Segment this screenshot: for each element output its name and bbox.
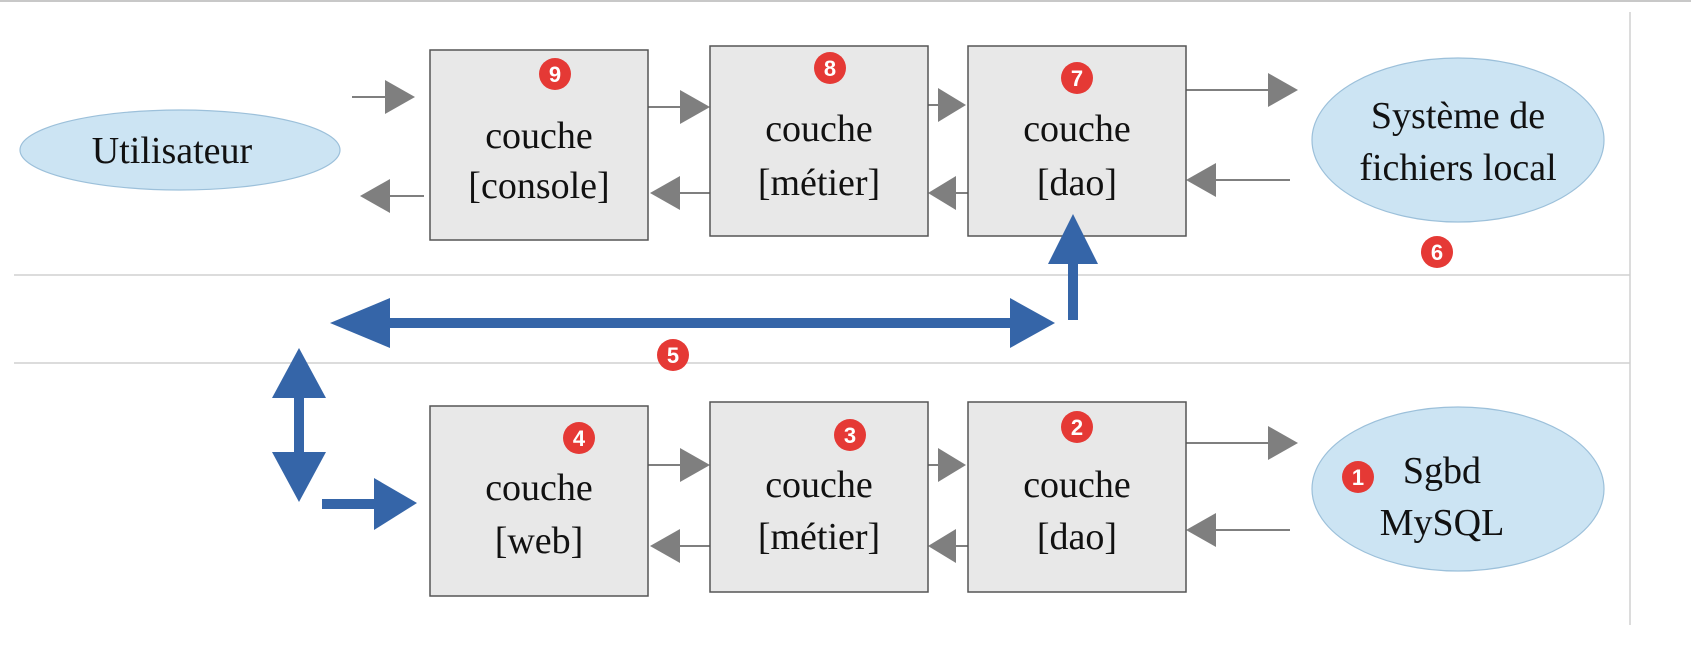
- user-label: Utilisateur: [92, 130, 253, 172]
- metier-bottom-line1: couche: [765, 464, 873, 506]
- badge-4: 4: [573, 426, 586, 451]
- dao-top-line1: couche: [1023, 108, 1131, 150]
- web-line1: couche: [485, 467, 593, 509]
- filesystem-line2: fichiers local: [1359, 147, 1556, 189]
- mysql-line2: MySQL: [1380, 502, 1505, 544]
- badge-5: 5: [667, 343, 679, 368]
- badge-6: 6: [1431, 240, 1443, 265]
- badge-9: 9: [549, 62, 561, 87]
- web-line2: [web]: [495, 520, 584, 562]
- layer-console-box: 9 couche [console]: [429, 49, 649, 241]
- filesystem-line1: Système de: [1371, 95, 1545, 137]
- layer-dao-bottom-box: 2 couche [dao]: [967, 401, 1187, 593]
- badge-1: 1: [1352, 465, 1364, 490]
- dao-top-line2: [dao]: [1037, 162, 1117, 204]
- dao-bottom-line1: couche: [1023, 464, 1131, 506]
- layer-web-box: 4 couche [web]: [429, 405, 649, 597]
- mysql-line1: Sgbd: [1403, 450, 1481, 492]
- metier-top-line1: couche: [765, 108, 873, 150]
- console-line1: couche: [485, 115, 593, 157]
- badge-3: 3: [844, 423, 856, 448]
- dao-bottom-line2: [dao]: [1037, 516, 1117, 558]
- console-line2: [console]: [468, 165, 609, 207]
- user-ellipse: [19, 109, 341, 191]
- badge-8: 8: [824, 56, 836, 81]
- layer-dao-top-box: 7 couche [dao]: [967, 45, 1187, 237]
- layer-metier-top-box: 8 couche [métier]: [709, 45, 929, 237]
- metier-bottom-line2: [métier]: [758, 516, 880, 558]
- arrows-bottom: [648, 426, 1298, 563]
- arrows-top: [352, 73, 1298, 213]
- metier-top-line2: [métier]: [758, 162, 880, 204]
- badge-2: 2: [1071, 415, 1083, 440]
- storage-filesystem-ellipse: Système de fichiers local 6: [1311, 57, 1605, 268]
- storage-mysql-ellipse: 1 Sgbd MySQL: [1311, 406, 1605, 572]
- badge-7: 7: [1071, 66, 1083, 91]
- blue-arrows: [272, 214, 1098, 530]
- layer-metier-bottom-box: 3 couche [métier]: [709, 401, 929, 593]
